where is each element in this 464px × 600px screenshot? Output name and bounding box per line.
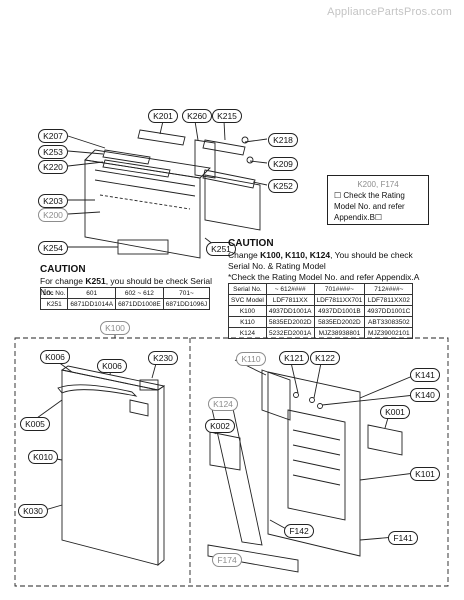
callout-k001: K001 xyxy=(380,405,410,419)
rating-note-line: Model No. and refer xyxy=(334,202,405,211)
callout-k101: K101 xyxy=(410,467,440,481)
callout-f141: F141 xyxy=(388,531,418,545)
caution-left-title: CAUTION xyxy=(40,264,86,275)
callout-k140: K140 xyxy=(410,388,440,402)
caution-right-title: CAUTION xyxy=(228,238,274,249)
callout-k110: K110 xyxy=(236,352,266,366)
control-panel-top xyxy=(84,149,211,179)
callout-k215: K215 xyxy=(212,109,242,123)
callout-k006-right: K006 xyxy=(97,359,127,373)
rating-note-header: K200, F174 xyxy=(357,180,399,189)
bottom-trim-f174 xyxy=(207,544,299,573)
callout-k006-left: K006 xyxy=(40,350,70,364)
callout-k122: K122 xyxy=(310,351,340,365)
callout-k121: K121 xyxy=(279,351,309,365)
label-k230 xyxy=(139,379,159,391)
display-board-k252 xyxy=(202,169,256,189)
callout-k002: K002 xyxy=(205,419,235,433)
display-board-k215 xyxy=(202,139,246,156)
detergent-k002 xyxy=(209,431,241,471)
callout-k209: K209 xyxy=(268,157,298,171)
rating-note-line: Appendix.B☐ xyxy=(334,213,383,222)
callout-k124: K124 xyxy=(208,397,238,411)
handle-k254 xyxy=(117,239,169,255)
watermark: AppliancePartsPros.com xyxy=(327,6,452,18)
callout-k203: K203 xyxy=(38,194,68,208)
serial-table-k100: Serial No.~ 612#### 701####~712####~ SVC… xyxy=(228,283,414,339)
pcb-side xyxy=(194,139,216,179)
callout-k254: K254 xyxy=(38,241,68,255)
rating-note-line: ☐ Check the Rating xyxy=(334,191,405,200)
callout-k005: K005 xyxy=(20,417,50,431)
callout-f142: F142 xyxy=(284,524,314,538)
door-handle-k005 xyxy=(57,384,138,397)
callout-f174: F174 xyxy=(212,553,242,567)
button-strip-k220 xyxy=(102,159,171,178)
callout-k218: K218 xyxy=(268,133,298,147)
callout-k220: K220 xyxy=(38,160,68,174)
callout-k252: K252 xyxy=(268,179,298,193)
button-strip-top xyxy=(137,129,186,146)
caution-right: CAUTION Change K100, K110, K124, You sho… xyxy=(228,238,453,283)
control-panel-frame xyxy=(84,159,201,259)
rating-note-box: K200, F174 ☐ Check the Rating Model No. … xyxy=(327,175,429,225)
caution-right-line2: Serial No. & Rating Model xyxy=(228,261,326,271)
callout-k010: K010 xyxy=(28,450,58,464)
pcb-main xyxy=(204,174,261,231)
caution-right-line3: *Check the Rating Model No. and refer Ap… xyxy=(228,272,420,282)
callout-k260: K260 xyxy=(182,109,212,123)
callout-k141: K141 xyxy=(410,368,440,382)
outer-door xyxy=(61,369,159,566)
callout-k251: K251 xyxy=(206,242,236,256)
callout-k100: K100 xyxy=(100,321,130,335)
vent-k006 xyxy=(129,399,149,417)
inner-door xyxy=(267,371,361,557)
bracket-k001 xyxy=(367,424,403,456)
callout-k200: K200 xyxy=(38,208,68,222)
callout-k030: K030 xyxy=(18,504,48,518)
callout-k207: K207 xyxy=(38,129,68,143)
dispenser-k110 xyxy=(261,369,291,421)
callout-k201: K201 xyxy=(148,109,178,123)
button-strip-k253 xyxy=(102,149,151,165)
callout-k253: K253 xyxy=(38,145,68,159)
caution-right-line1: Change K100, K110, K124, You should be c… xyxy=(228,250,413,260)
callout-k230: K230 xyxy=(148,351,178,365)
